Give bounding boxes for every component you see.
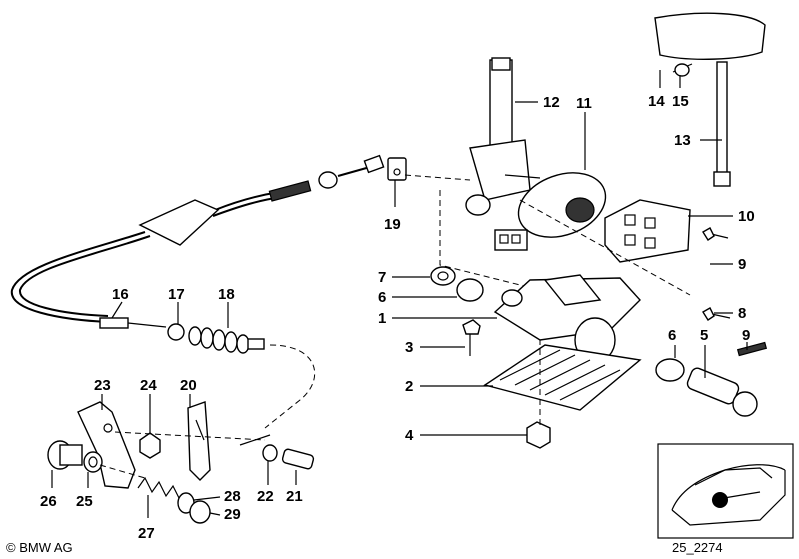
gasket-2 [483,344,642,411]
screw-3 [462,319,481,335]
cable-nut [318,171,338,189]
callout-12: 11 [576,95,592,112]
lever-21 [187,401,211,481]
screw-10 [702,227,715,241]
callout-21: 20 [180,377,197,394]
bolt-22 [281,448,315,470]
callout-27: 26 [40,493,57,510]
callout-15: 14 [648,93,665,110]
car-locator-thumbnail: 25_2274 [657,443,794,555]
washer-7 [430,266,456,286]
callout-1: 1 [378,310,386,327]
callout-16: 15 [672,93,689,110]
callout-25: 24 [140,377,157,394]
cable-end-parts [99,317,316,429]
callout-5: 5 [700,327,708,344]
callout-4: 4 [405,427,414,444]
callouts: 12 11 14 15 13 10 9 8 19 7 6 1 3 2 4 6 5… [40,93,755,542]
spring-28 [137,476,181,501]
pin-5 [686,367,740,405]
callout-29: 28 [224,488,241,505]
nut-18 [167,323,185,341]
callout-11: 10 [738,208,755,225]
cable-bracket [138,199,220,246]
callout-17: 16 [112,286,129,303]
right-parts [654,12,768,417]
callout-7: 7 [378,269,386,286]
screw-16 [674,63,690,77]
bracket-24 [77,401,136,489]
shift-cable [10,154,471,323]
lever-bracket [469,139,531,201]
nut-30 [189,500,211,524]
reference-number: 25_2274 [672,540,723,555]
callout-6a: 6 [378,289,386,306]
callout-3: 3 [405,339,413,356]
callout-9: 8 [738,305,746,322]
callout-22: 21 [286,488,303,505]
callout-6b: 6 [668,327,676,344]
washer-23 [262,444,278,462]
screw-9 [702,307,715,321]
leader-lines [51,70,748,518]
callout-24: 23 [94,377,111,394]
indicator-plate-11 [604,199,691,263]
callout-23: 22 [257,488,274,505]
knob-15 [654,12,766,60]
location-marker [712,492,728,508]
callout-18: 17 [168,286,185,303]
callout-8: 9 [742,327,750,344]
bushing-6b [655,358,685,382]
shift-lever-13 [489,59,513,151]
washer-26 [83,451,103,473]
callout-10: 9 [738,256,746,273]
cable-end-eye [363,154,385,174]
callout-20: 19 [384,216,401,233]
rod-14 [716,61,728,185]
cable-end-fitting [99,317,129,329]
bracket-parts [47,401,315,524]
callout-13: 12 [543,94,560,111]
shift-mechanism [430,57,691,449]
callout-14: 13 [674,132,691,149]
callout-30: 29 [224,506,241,523]
bushing-6 [456,278,484,302]
pin-8 [736,341,768,357]
callout-28: 27 [138,525,155,542]
rubber-boot-19 [188,326,265,354]
callout-2: 2 [405,378,413,395]
callout-19: 18 [218,286,235,303]
nut-25 [139,432,161,459]
cable-sleeve [268,180,312,202]
nut-4 [526,421,551,449]
callout-26: 25 [76,493,93,510]
copyright-text: © BMW AG [6,540,73,555]
